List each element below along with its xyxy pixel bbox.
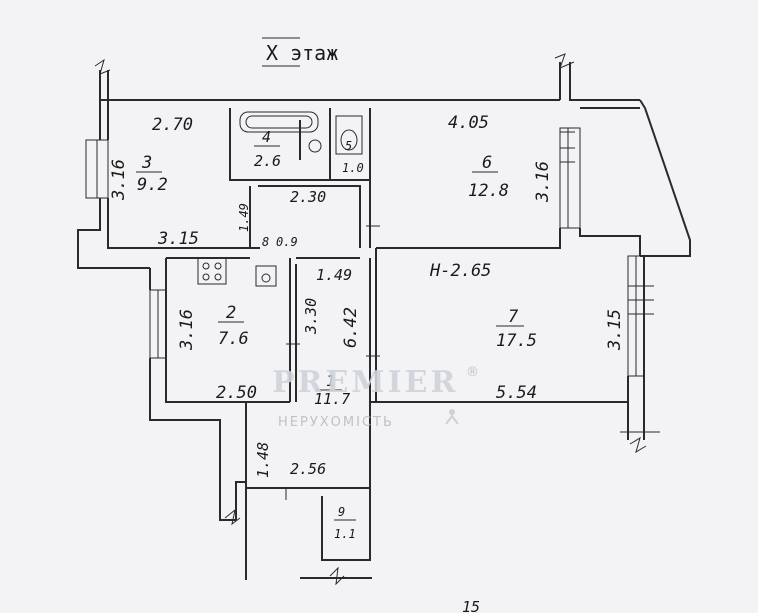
room-6-number: 6 <box>482 153 492 173</box>
room-4-area: 2.6 <box>254 152 281 170</box>
bottom-cut-number: 15 <box>462 598 480 613</box>
watermark-figure-icon <box>449 409 455 415</box>
dim-corridor-width: 1.49 <box>316 266 352 284</box>
dim-r3-top: 2.70 <box>152 115 193 135</box>
room-7-area: 17.5 <box>496 331 537 351</box>
dim-lower-width: 2.56 <box>290 460 326 478</box>
stove-icon <box>197 257 227 285</box>
dim-hall-small: 1.49 <box>237 203 251 232</box>
dim-corridor-length: 6.42 <box>341 307 361 348</box>
watermark-subtitle: НЕРУХОМІСТЬ <box>278 415 394 430</box>
break-marks <box>94 53 647 586</box>
room-1-number: 1 <box>326 372 335 390</box>
room-1-area: 11.7 <box>314 390 350 408</box>
floor-title: Х этаж <box>266 41 338 65</box>
outer-walls <box>77 62 691 580</box>
sink-icon <box>308 139 322 153</box>
room-5-number: 5 <box>345 139 352 153</box>
door-swings <box>285 225 380 500</box>
dim-lower-side: 1.48 <box>254 442 272 478</box>
room-8-number: 8 <box>262 235 269 249</box>
dim-r6-side: 3.16 <box>533 161 553 203</box>
room-8-area: 0.9 <box>276 235 298 249</box>
room-3-number: 3 <box>141 153 152 173</box>
room-2-area: 7.6 <box>218 329 249 349</box>
room-7-number: 7 <box>508 307 519 327</box>
watermark-reg-mark: ® <box>466 365 481 380</box>
toilet-icon <box>335 115 363 155</box>
room-4-number: 4 <box>262 128 271 146</box>
room-2-number: 2 <box>226 303 236 323</box>
dim-r2-side: 3.16 <box>177 309 197 351</box>
dim-r3-bottom: 3.15 <box>157 229 199 249</box>
kitchen-sink-icon <box>255 265 277 287</box>
dim-r2-bottom: 2.50 <box>216 383 257 403</box>
ceiling-height: Н-2.65 <box>429 261 491 281</box>
room-9-number: 9 <box>338 505 345 519</box>
dim-hall-top: 2.30 <box>290 188 326 206</box>
dim-r2-inner: 3.30 <box>302 298 320 335</box>
dim-r7-side: 3.15 <box>605 309 625 351</box>
room-3-area: 9.2 <box>137 175 168 195</box>
bathtub-icon <box>239 111 319 133</box>
dim-r6-top: 4.05 <box>448 113 489 133</box>
dim-r3-side: 3.16 <box>109 159 129 201</box>
watermark-brand: PREMIER <box>272 365 458 400</box>
premier-watermark: PREMIER ® НЕРУХОМІСТЬ <box>272 365 481 430</box>
room-6-area: 12.8 <box>468 181 509 201</box>
room-9-area: 1.1 <box>334 527 356 541</box>
dim-r7-bottom: 5.54 <box>496 383 537 403</box>
room-5-area: 1.0 <box>342 161 364 175</box>
